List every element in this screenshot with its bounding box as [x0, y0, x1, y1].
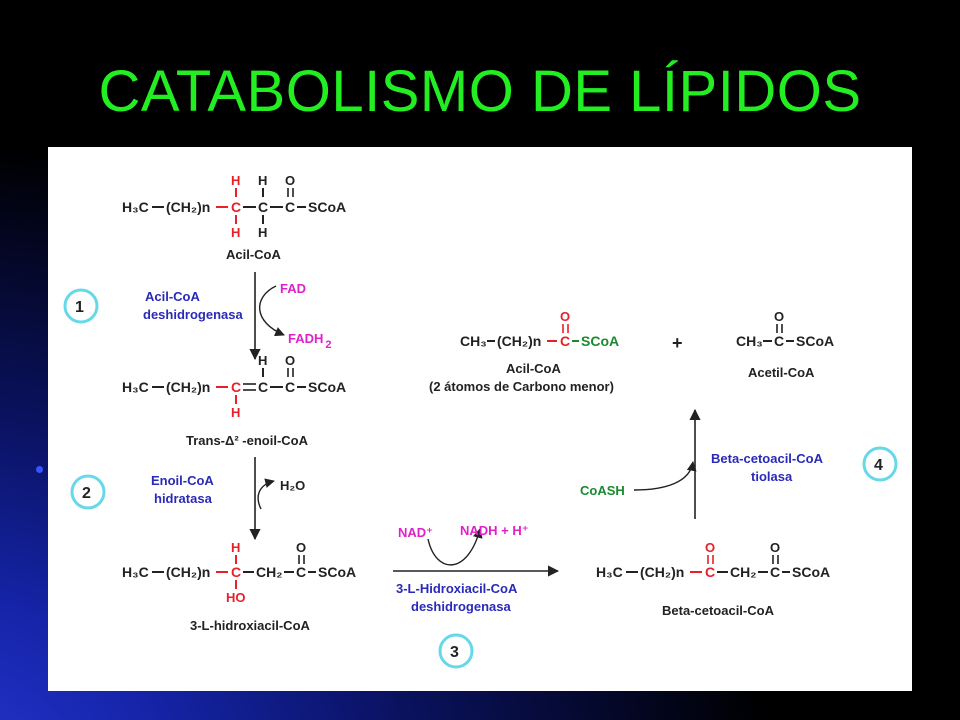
step-1-cofactor-arrow — [259, 285, 285, 337]
svg-text:C: C — [258, 199, 268, 215]
acyl-coa-label: Acil-CoA — [226, 247, 282, 262]
svg-text:H₃C: H₃C — [122, 564, 149, 580]
step-4-coash-arrow — [633, 461, 697, 491]
svg-text:SCoA: SCoA — [308, 379, 346, 395]
slide-title: CATABOLISMO DE LÍPIDOS — [98, 59, 862, 124]
svg-text:(CH₂)n: (CH₂)n — [640, 564, 684, 580]
svg-text:SCoA: SCoA — [308, 199, 346, 215]
beta-oxidation-diagram: H₃C (CH₂)n C H H C H H C O SCoA Acil-CoA… — [48, 147, 912, 691]
ketoacyl-coa-structure: H₃C (CH₂)n C O CH₂ C O SCoA — [596, 540, 830, 580]
svg-text:C: C — [705, 564, 715, 580]
acetyl-coa-structure: CH₃ C O SCoA — [736, 309, 834, 349]
step-1-number: 1 — [75, 299, 84, 316]
acetyl-coa-label: Acetil-CoA — [748, 365, 815, 380]
step-3-cofactor-arrow — [427, 528, 483, 566]
svg-text:C: C — [285, 199, 295, 215]
nadh-label: NADH + H⁺ — [460, 523, 529, 538]
svg-text:O: O — [560, 309, 570, 324]
svg-text:O: O — [774, 309, 784, 324]
svg-text:(CH₂)n: (CH₂)n — [166, 564, 210, 580]
product-acyl-coa-note: (2 átomos de Carbono menor) — [429, 379, 614, 394]
svg-text:H₃C: H₃C — [596, 564, 623, 580]
svg-text:(CH₂)n: (CH₂)n — [166, 379, 210, 395]
step-3-enzyme-line2: deshidrogenasa — [411, 599, 511, 614]
step-4-number: 4 — [874, 457, 883, 474]
product-acyl-coa-structure: CH₃ (CH₂)n C O SCoA — [460, 309, 619, 349]
svg-text:H₃C: H₃C — [122, 199, 149, 215]
svg-text:(CH₂)n: (CH₂)n — [497, 333, 541, 349]
svg-text:C: C — [285, 379, 295, 395]
svg-text:H: H — [231, 173, 240, 188]
svg-text:SCoA: SCoA — [318, 564, 356, 580]
coash-label: CoASH — [580, 483, 625, 498]
svg-text:C: C — [258, 379, 268, 395]
step-1-enzyme-line1: Acil-CoA — [145, 289, 201, 304]
svg-text:C: C — [560, 333, 570, 349]
svg-text:H: H — [231, 540, 240, 555]
ketoacyl-coa-label: Beta-cetoacil-CoA — [662, 603, 775, 618]
plus-sign: + — [672, 333, 683, 353]
trans-enoil-coa-structure: H₃C (CH₂)n C H C H C O SCoA — [122, 353, 346, 420]
svg-text:O: O — [296, 540, 306, 555]
fad-label: FAD — [280, 281, 306, 296]
svg-text:HO: HO — [226, 590, 246, 605]
svg-text:H: H — [258, 225, 267, 240]
diagram-canvas: H₃C (CH₂)n C H H C H H C O SCoA Acil-CoA… — [63, 173, 898, 669]
svg-text:H: H — [231, 225, 240, 240]
svg-text:CH₃: CH₃ — [736, 333, 763, 349]
svg-text:CH₃: CH₃ — [460, 333, 487, 349]
svg-text:O: O — [285, 173, 295, 188]
svg-text:H₃C: H₃C — [122, 379, 149, 395]
product-acyl-coa-label: Acil-CoA — [506, 361, 562, 376]
nad-label: NAD⁺ — [398, 525, 433, 540]
svg-text:C: C — [774, 333, 784, 349]
step-3-badge — [438, 633, 474, 669]
hydroxyacyl-coa-structure: H₃C (CH₂)n C H HO CH₂ C O SCoA — [122, 540, 356, 605]
step-1-badge — [63, 288, 99, 324]
acyl-coa-structure: H₃C (CH₂)n C H H C H H C O SCoA — [122, 173, 346, 240]
svg-text:C: C — [296, 564, 306, 580]
svg-text:CH₂: CH₂ — [256, 564, 282, 580]
step-2-number: 2 — [82, 485, 91, 502]
svg-text:SCoA: SCoA — [792, 564, 830, 580]
step-2-enzyme-line2: hidratasa — [154, 491, 213, 506]
step-3-number: 3 — [450, 644, 459, 661]
svg-text:C: C — [231, 379, 241, 395]
step-4-enzyme-line1: Beta-cetoacil-CoA — [711, 451, 824, 466]
bullet-dot — [36, 466, 43, 473]
svg-text:C: C — [231, 199, 241, 215]
step-4-badge — [862, 446, 898, 482]
step-2-badge — [70, 474, 106, 510]
svg-text:C: C — [770, 564, 780, 580]
svg-text:H: H — [231, 405, 240, 420]
hydroxyacyl-coa-label: 3-L-hidroxiacil-CoA — [190, 618, 311, 633]
svg-text:O: O — [285, 353, 295, 368]
svg-text:(CH₂)n: (CH₂)n — [166, 199, 210, 215]
step-4-enzyme-line2: tiolasa — [751, 469, 793, 484]
svg-text:O: O — [705, 540, 715, 555]
svg-text:O: O — [770, 540, 780, 555]
step-3-enzyme-line1: 3-L-Hidroxiacil-CoA — [396, 581, 518, 596]
svg-text:C: C — [231, 564, 241, 580]
svg-text:SCoA: SCoA — [796, 333, 834, 349]
svg-text:SCoA: SCoA — [581, 333, 619, 349]
h2o-label: H₂O — [280, 478, 305, 493]
svg-text:CH₂: CH₂ — [730, 564, 756, 580]
svg-text:H: H — [258, 173, 267, 188]
step-1-enzyme-line2: deshidrogenasa — [143, 307, 243, 322]
step-2-enzyme-line1: Enoil-CoA — [151, 473, 214, 488]
svg-text:H: H — [258, 353, 267, 368]
trans-enoil-coa-label: Trans-Δ² -enoil-CoA — [186, 433, 309, 448]
step-2-water-arrow — [257, 478, 275, 510]
